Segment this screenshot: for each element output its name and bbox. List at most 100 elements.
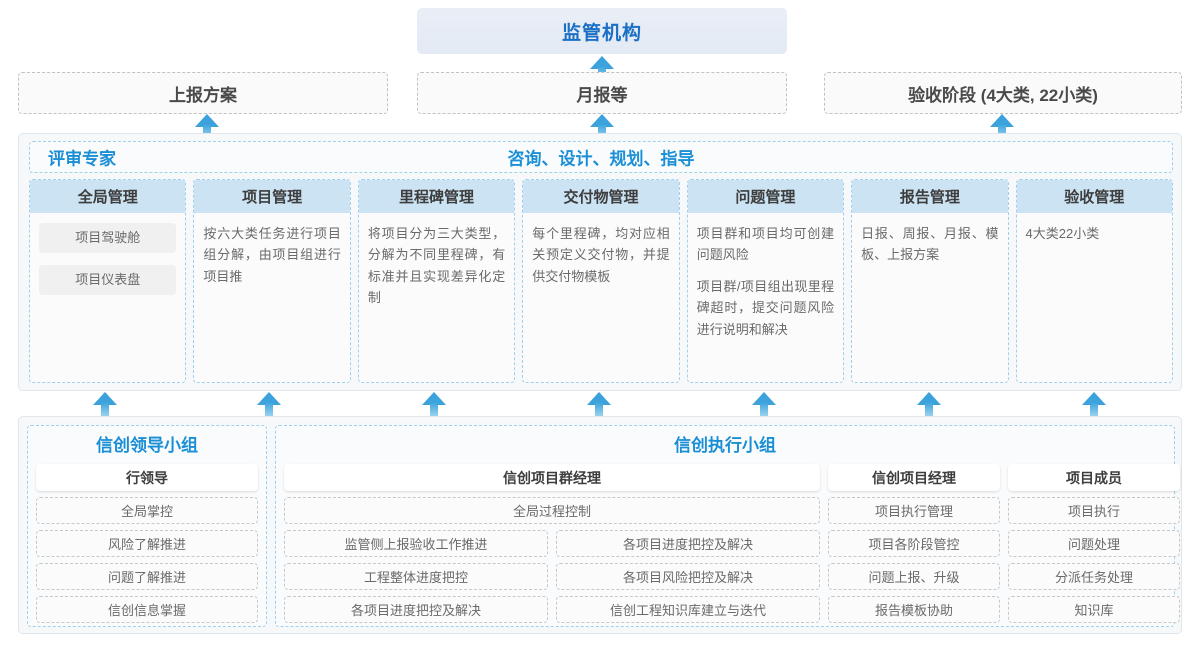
column-report-management[interactable]: 报告管理 日报、周报、月报、模板、上报方案 [851,179,1009,383]
role-column-project-manager: 信创项目经理 项目执行管理 项目各阶段管控 问题上报、升级 报告模板协助 [828,464,1000,629]
role-header-bank-leader[interactable]: 行领导 [36,464,258,491]
task-item[interactable]: 各项目进度把控及解决 [284,596,548,623]
regulator-box: 监管机构 [417,8,787,54]
arrow-head-icon [195,114,219,127]
arrow-head-icon [257,392,281,405]
arrow-up-col-5 [752,392,776,418]
group-title: 信创领导小组 [96,436,198,455]
arrow-shaft [598,124,606,140]
task-item[interactable]: 各项目风险把控及解决 [556,563,820,590]
report-box-plan[interactable]: 上报方案 [18,72,388,114]
execution-role-columns: 信创项目群经理 全局过程控制 监管侧上报验收工作推进 各项目进度把控及解决 工程… [284,464,1180,629]
column-acceptance-management[interactable]: 验收管理 4大类22小类 [1015,179,1173,383]
column-body: 将项目分为三大类型，分解为不同里程碑，有标准并且实现差异化定制 [359,213,514,382]
column-deliverable-management[interactable]: 交付物管理 每个里程碑，均对应相关预定义交付物，并提供交付物模板 [522,179,680,383]
arrow-head-icon [1082,392,1106,405]
arrow-up-col-2 [257,392,281,418]
column-header: 项目管理 [194,180,350,213]
arrow-head-icon [590,56,614,69]
column-milestone-management[interactable]: 里程碑管理 将项目分为三大类型，分解为不同里程碑，有标准并且实现差异化定制 [357,179,516,383]
role-column-project-member: 项目成员 项目执行 问题处理 分派任务处理 知识库 [1008,464,1180,629]
column-body: 项目驾驶舱 项目仪表盘 [30,213,185,382]
column-paragraph: 日报、周报、月报、模板、上报方案 [861,226,999,263]
arrow-up-col-3 [422,392,446,418]
column-header: 里程碑管理 [358,180,515,213]
arrow-up-plan [195,114,219,140]
role-header-project-manager[interactable]: 信创项目经理 [828,464,1000,491]
arrow-shaft [430,402,438,418]
organization-panel: 信创领导小组 行领导 全局掌控 风险了解推进 问题了解推进 信创信息掌握 信创执… [18,416,1182,634]
column-header: 问题管理 [687,180,844,213]
platform-header-bar: 评审专家 咨询、设计、规划、指导 [29,141,1173,173]
arrow-shaft [101,402,109,418]
column-paragraph: 每个里程碑，均对应相关预定义交付物，并提供交付物模板 [532,226,670,284]
group-execution: 信创执行小组 信创项目群经理 全局过程控制 监管侧上报验收工作推进 各项目进度把… [275,425,1180,629]
pill-item[interactable]: 项目仪表盘 [39,265,177,295]
column-body: 每个里程碑，均对应相关预定义交付物，并提供交付物模板 [523,213,678,382]
column-paragraph: 按六大类任务进行项目组分解，由项目组进行项目推 [203,226,341,284]
arrow-shaft [595,402,603,418]
column-issue-management[interactable]: 问题管理 项目群和项目均可创建问题风险 项目群/项目组出现里程碑超时，提交问题风… [686,179,845,383]
arrow-shaft [998,124,1006,140]
role-column-program-manager: 信创项目群经理 全局过程控制 监管侧上报验收工作推进 各项目进度把控及解决 工程… [284,464,820,629]
arrow-head-icon [990,114,1014,127]
task-item[interactable]: 监管侧上报验收工作推进 [284,530,548,557]
arrow-head-icon [422,392,446,405]
review-expert-label: 评审专家 [48,149,116,169]
arrow-head-icon [917,392,941,405]
group-title: 信创执行小组 [674,436,776,455]
arrow-shaft [265,402,273,418]
report-row: 上报方案 月报等 验收阶段 (4大类, 22小类) [18,72,1182,114]
role-header-program-manager[interactable]: 信创项目群经理 [284,464,820,491]
column-body: 项目群和项目均可创建问题风险 项目群/项目组出现里程碑超时，提交问题风险进行说明… [688,213,843,382]
column-project-management[interactable]: 项目管理 按六大类任务进行项目组分解，由项目组进行项目推 [193,179,351,383]
pill-item[interactable]: 项目驾驶舱 [39,223,177,253]
report-label: 验收阶段 (4大类, 22小类) [908,85,1098,105]
column-header: 验收管理 [1016,180,1172,213]
group-leadership: 信创领导小组 行领导 全局掌控 风险了解推进 问题了解推进 信创信息掌握 [27,425,267,627]
task-item[interactable]: 工程整体进度把控 [284,563,548,590]
arrow-up-acceptance [990,114,1014,140]
arrow-up-col-4 [587,392,611,418]
task-item[interactable]: 报告模板协助 [828,596,1000,623]
task-item[interactable]: 问题处理 [1008,530,1180,557]
column-header: 全局管理 [30,180,186,213]
task-item[interactable]: 项目执行管理 [828,497,1000,524]
arrow-shaft [925,402,933,418]
task-item[interactable]: 分派任务处理 [1008,563,1180,590]
arrow-up-monthly [590,114,614,140]
arrow-head-icon [587,392,611,405]
task-item[interactable]: 风险了解推进 [36,530,258,557]
arrow-up-col-7 [1082,392,1106,418]
report-box-monthly[interactable]: 月报等 [417,72,787,114]
column-paragraph: 项目群/项目组出现里程碑超时，提交问题风险进行说明和解决 [696,278,835,337]
task-item[interactable]: 全局过程控制 [284,497,820,524]
column-global-management[interactable]: 全局管理 项目驾驶舱 项目仪表盘 [29,179,187,383]
role-header-project-member[interactable]: 项目成员 [1008,464,1180,491]
task-item[interactable]: 项目各阶段管控 [828,530,1000,557]
column-header: 交付物管理 [523,180,679,213]
column-body: 按六大类任务进行项目组分解，由项目组进行项目推 [194,213,349,382]
report-box-acceptance[interactable]: 验收阶段 (4大类, 22小类) [824,72,1182,114]
task-item[interactable]: 全局掌控 [36,497,258,524]
arrow-up-col-1 [93,392,117,418]
task-item[interactable]: 信创工程知识库建立与迭代 [556,596,820,623]
program-manager-task-grid: 全局过程控制 监管侧上报验收工作推进 各项目进度把控及解决 工程整体进度把控 各… [284,497,820,629]
task-item[interactable]: 知识库 [1008,596,1180,623]
column-header: 报告管理 [852,180,1008,213]
task-item[interactable]: 问题了解推进 [36,563,258,590]
column-body: 日报、周报、月报、模板、上报方案 [852,213,1007,382]
arrow-shaft [203,124,211,140]
column-paragraph: 4大类22小类 [1025,226,1100,241]
regulator-title: 监管机构 [561,22,642,44]
task-item[interactable]: 信创信息掌握 [36,596,258,623]
column-paragraph: 将项目分为三大类型，分解为不同里程碑，有标准并且实现差异化定制 [367,226,506,306]
task-item[interactable]: 各项目进度把控及解决 [556,530,820,557]
column-paragraph: 项目群和项目均可创建问题风险 [696,226,835,263]
capability-columns: 全局管理 项目驾驶舱 项目仪表盘 项目管理 按六大类任务进行项目组分解，由项目组… [29,179,1173,383]
task-item[interactable]: 项目执行 [1008,497,1180,524]
task-item[interactable]: 问题上报、升级 [828,563,1000,590]
arrow-head-icon [590,114,614,127]
arrow-head-icon [93,392,117,405]
